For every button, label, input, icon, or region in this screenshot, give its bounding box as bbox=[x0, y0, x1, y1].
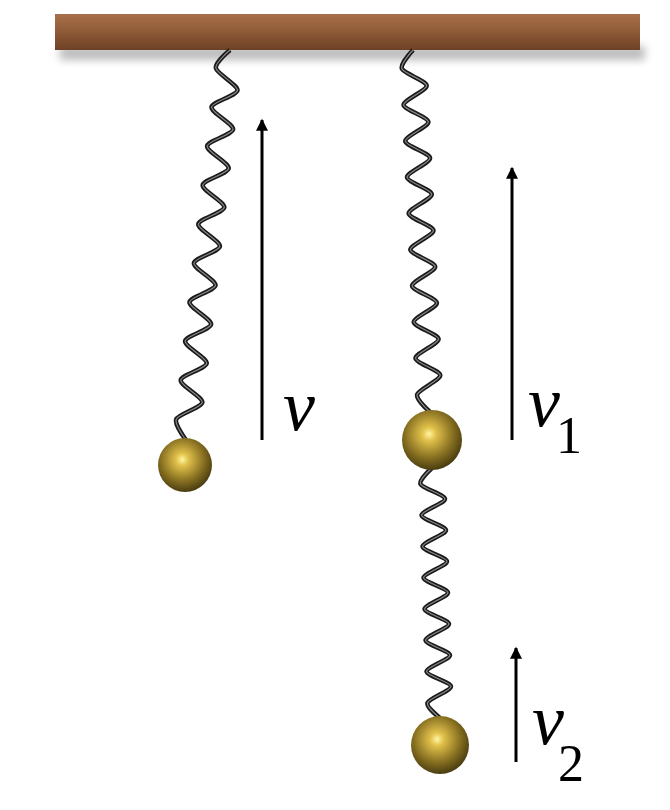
spring bbox=[420, 468, 451, 718]
spring bbox=[176, 50, 238, 440]
ball bbox=[411, 716, 469, 774]
velocity-arrow bbox=[261, 120, 264, 440]
ball bbox=[158, 438, 212, 492]
spring-highlight bbox=[402, 50, 441, 412]
velocity-subscript: 1 bbox=[556, 410, 582, 462]
velocity-arrow bbox=[511, 168, 514, 440]
spring-highlight bbox=[176, 50, 238, 440]
ball bbox=[402, 410, 462, 470]
velocity-arrow bbox=[515, 648, 518, 762]
velocity-label: v bbox=[528, 366, 560, 438]
spring-highlight bbox=[420, 468, 451, 718]
velocity-subscript: 2 bbox=[558, 738, 584, 790]
wooden-support bbox=[55, 14, 640, 50]
velocity-label: v bbox=[283, 370, 315, 442]
spring bbox=[402, 50, 441, 412]
